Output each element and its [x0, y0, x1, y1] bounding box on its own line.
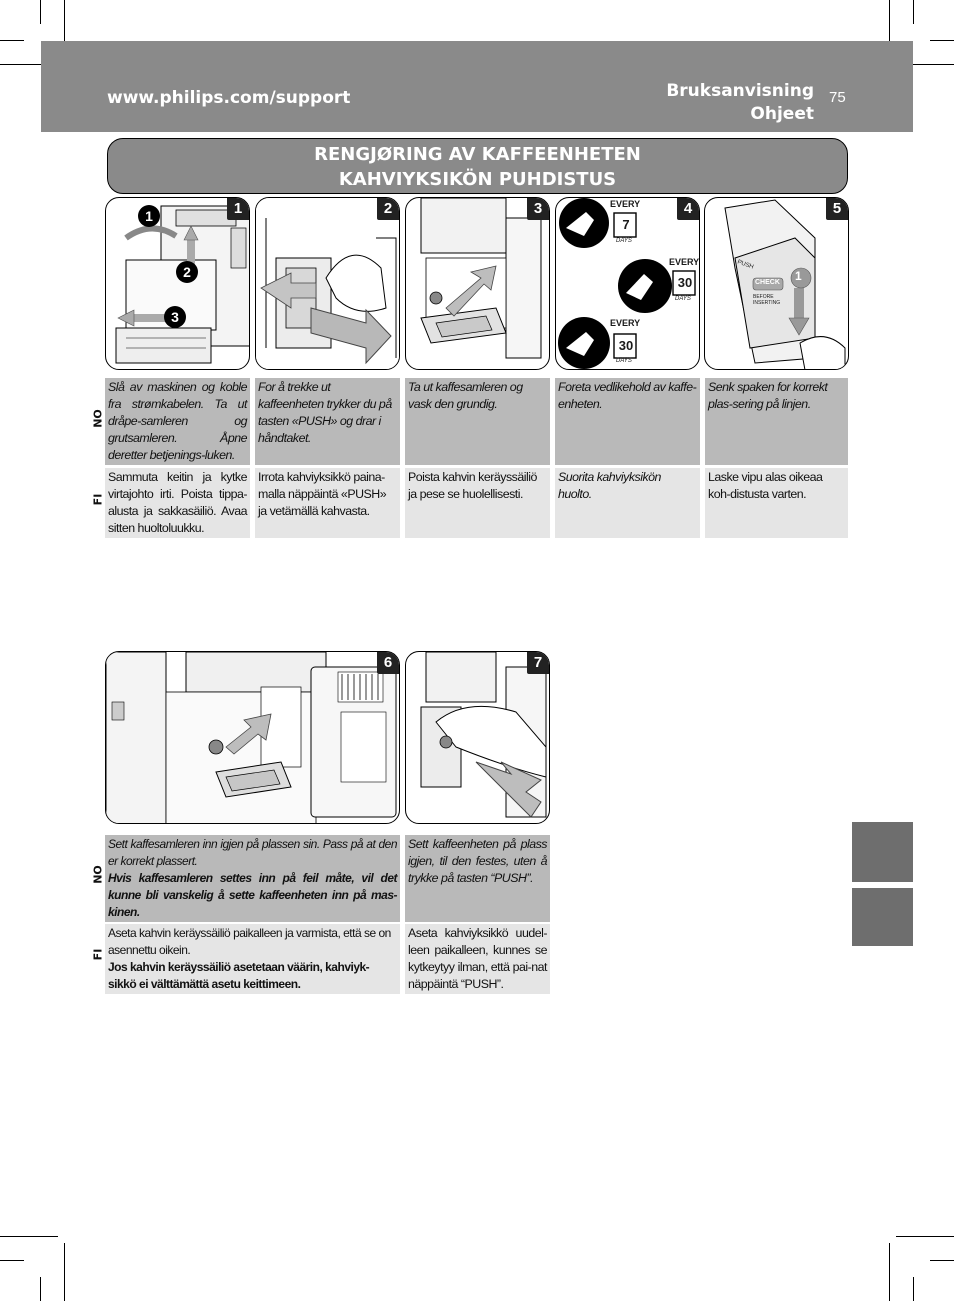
- step-number-4: 4: [677, 198, 699, 220]
- step-1-illustration: 1 2 3 1: [105, 197, 250, 370]
- section-title: RENGJØRING AV KAFFEENHETEN KAHVIYKSIKÖN …: [107, 138, 848, 194]
- days-count: 30: [618, 338, 634, 353]
- step-1-text-no: Slå av maskinen og koble fra strømkabele…: [105, 378, 250, 465]
- crop-mark: [0, 40, 24, 41]
- step-3-text-fi: Poista kahvin keräyssäiliö ja pese se hu…: [405, 468, 550, 538]
- document-title: Bruksanvisning Ohjeet: [666, 80, 814, 126]
- crop-mark: [40, 1277, 41, 1301]
- step-6-illustration: 6: [105, 651, 400, 824]
- step-1-text-fi: Sammuta keitin ja kytke virtajohto irti.…: [105, 468, 250, 538]
- support-url[interactable]: www.philips.com/support: [107, 88, 351, 108]
- language-tag-fi: FI: [91, 948, 105, 961]
- step-6-text-no-warning: Hvis kaffesamleren settes inn på feil må…: [108, 871, 398, 919]
- days-label: DAYS: [616, 358, 632, 364]
- crop-mark: [889, 0, 890, 58]
- side-tab-norsk[interactable]: Norsk: [843, 822, 913, 882]
- step-4-illustration: EVERY 7 DAYS EVERY 30 DAYS EVERY 30 DAYS…: [555, 197, 700, 370]
- callout-1: 1: [138, 205, 160, 227]
- coffee-collector-drawing: [420, 198, 542, 359]
- crop-mark: [64, 0, 65, 58]
- step-5-text-no: Senk spaken for korrekt plas-sering på l…: [705, 378, 848, 465]
- step-6-text-no-normal: Sett kaffesamleren inn igjen på plassen …: [108, 837, 398, 868]
- crop-mark: [896, 64, 954, 65]
- machine-drawing: [115, 205, 249, 364]
- step-3-text-no: Ta ut kaffesamleren og vask den grundig.: [405, 378, 550, 465]
- crop-mark: [930, 1260, 954, 1261]
- step-2-illustration: 2: [255, 197, 400, 370]
- step-7-illustration: 7: [405, 651, 550, 824]
- brew-unit-removal-drawing: [256, 198, 399, 369]
- crop-mark: [0, 64, 58, 65]
- title-finnish: Ohjeet: [750, 104, 814, 124]
- step-3-illustration: 3: [405, 197, 550, 370]
- step-5-text-fi: Laske vipu alas oikeaa koh-distusta vart…: [705, 468, 848, 538]
- side-tab-suomi-label: Suomi: [843, 907, 854, 936]
- before-inserting-label: BEFORE INSERTING: [753, 294, 781, 306]
- maintenance-schedule-icons: [558, 198, 696, 369]
- every-label: EVERY: [610, 199, 641, 209]
- section-title-fi: KAHVIYKSIKÖN PUHDISTUS: [338, 169, 617, 190]
- crop-mark: [913, 0, 914, 24]
- crop-mark: [889, 1243, 890, 1301]
- step-number-1: 1: [227, 198, 249, 220]
- step-4-text-fi: Suorita kahviyksikön huolto.: [555, 468, 700, 538]
- step-number-2: 2: [377, 198, 399, 220]
- step-5-illustration: PUSH CHECK BEFORE INSERTING 1 5: [704, 197, 849, 370]
- language-tag-no: NO: [91, 865, 105, 884]
- section-title-no: RENGJØRING AV KAFFEENHETEN: [314, 144, 641, 165]
- page-number: 75: [829, 89, 846, 106]
- crop-mark: [0, 1260, 24, 1261]
- step-4-text-no: Foreta vedlikehold av kaffe-enheten.: [555, 378, 700, 465]
- every-label: EVERY: [610, 318, 641, 328]
- lever-callout: 1: [795, 269, 802, 283]
- days-count: 30: [677, 275, 693, 290]
- crop-mark: [930, 40, 954, 41]
- title-norwegian: Bruksanvisning: [666, 81, 814, 101]
- step-7-text-fi: Aseta kahviyksikkö uudel-leen paikalleen…: [405, 924, 550, 994]
- step-number-7: 7: [527, 652, 549, 674]
- days-label: DAYS: [675, 296, 691, 302]
- step-7-text-no: Sett kaffeenheten på plass igjen, til de…: [405, 835, 550, 922]
- language-tag-fi: FI: [91, 493, 105, 506]
- callout-3: 3: [164, 306, 186, 328]
- crop-mark: [0, 1236, 58, 1237]
- side-tab-suomi[interactable]: Suomi: [843, 888, 913, 946]
- side-tab-norsk-label: Norsk: [843, 845, 854, 872]
- step-6-text-fi: Aseta kahvin keräyssäiliö paikalleen ja …: [105, 924, 400, 994]
- step-6-text-no: Sett kaffesamleren inn igjen på plassen …: [105, 835, 400, 922]
- step-6-text-fi-warning: Jos kahvin keräyssäiliö asetetaan väärin…: [108, 960, 370, 991]
- every-label: EVERY: [669, 257, 700, 267]
- step-2-text-fi: Irrota kahviyksikkö paina-malla näppäint…: [255, 468, 400, 538]
- crop-mark: [64, 1243, 65, 1301]
- check-label: CHECK: [755, 279, 780, 286]
- step-number-6: 6: [377, 652, 399, 674]
- insert-coffee-collector-drawing: [106, 652, 397, 823]
- step-6-text-fi-normal: Aseta kahvin keräyssäiliö paikalleen ja …: [108, 926, 391, 957]
- crop-mark: [913, 1277, 914, 1301]
- crop-mark: [896, 1236, 954, 1237]
- reinsert-brew-unit-drawing: [420, 652, 547, 818]
- brew-unit-lever-drawing: [724, 199, 846, 369]
- crop-mark: [40, 0, 41, 24]
- step-number-5: 5: [826, 198, 848, 220]
- days-label: DAYS: [616, 238, 632, 244]
- language-tag-no: NO: [91, 409, 105, 428]
- header-band: [41, 41, 913, 132]
- callout-2: 2: [176, 261, 198, 283]
- step-number-3: 3: [527, 198, 549, 220]
- step-2-text-no: For å trekke ut kaffeenheten trykker du …: [255, 378, 400, 465]
- days-count: 7: [622, 217, 630, 232]
